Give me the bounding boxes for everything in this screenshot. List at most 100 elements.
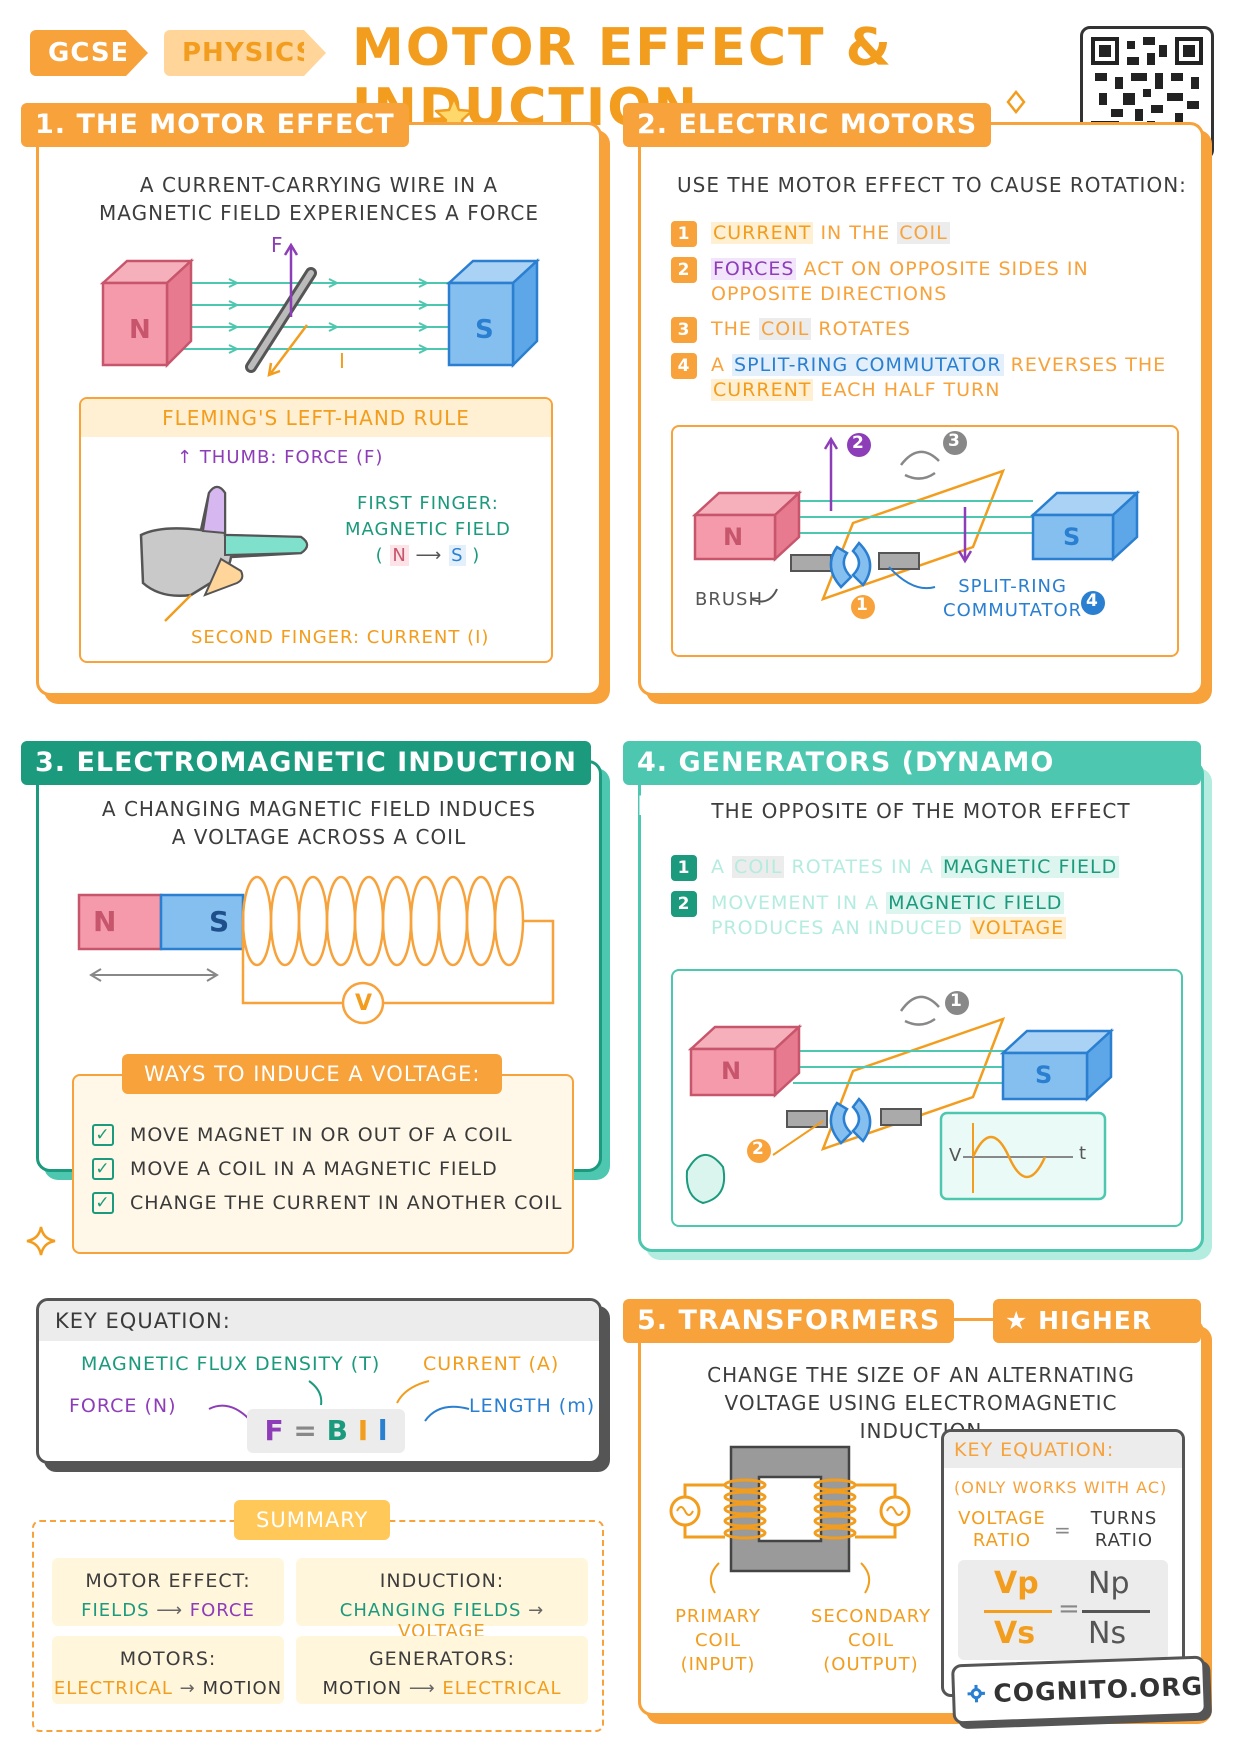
star-icon: ★ [1005, 1306, 1029, 1335]
split-ring-line2: COMMUTATOR [943, 600, 1083, 621]
thumb-label-text: THUMB: FORCE (F) [199, 447, 384, 468]
gen-badge-1: 1 [950, 991, 962, 1011]
motor-effect-lead-line1: A CURRENT-CARRYING WIRE IN A [139, 173, 499, 197]
eq-l: l [377, 1414, 388, 1447]
text: REVERSES THE [1003, 354, 1167, 376]
secondary-line2: COIL [847, 1630, 895, 1651]
text: COIL [732, 856, 785, 878]
second-finger-label: SECOND FINGER: CURRENT (I) [191, 627, 490, 648]
thumb-label: ↑ THUMB: FORCE (F) [177, 447, 383, 468]
summary-induction: INDUCTION: CHANGING FIELDS → VOLTAGE [296, 1558, 588, 1642]
current-arrow [270, 324, 308, 374]
brush-label: BRUSH [695, 589, 763, 610]
motor-s-label: S [1063, 523, 1081, 551]
fleming-box: FLEMING'S LEFT-HAND RULE ↑ THUMB: FORCE … [79, 397, 553, 663]
field-n-label: N [390, 545, 409, 566]
badge-4-bg [1081, 591, 1105, 615]
voltage-ratio-line1: VOLTAGE [958, 1508, 1046, 1529]
transformer-eq-heading: KEY EQUATION: [944, 1432, 1182, 1468]
vp: Vp [994, 1566, 1039, 1601]
gen-n-label: N [721, 1057, 742, 1085]
field-lines [169, 278, 449, 354]
primary-line2: COIL [694, 1630, 742, 1651]
summary-motor-effect-title: MOTOR EFFECT: [85, 1570, 251, 1592]
magnet-n [99, 258, 195, 369]
electric-motors-steps: 1 CURRENT IN THE COIL 2 FORCES ACT ON OP… [671, 221, 1171, 413]
diamond-icon [1006, 90, 1026, 114]
eq-i: I [357, 1414, 369, 1447]
transformers-lead-line2: VOLTAGE USING ELECTROMAGNETIC INDUCTION [724, 1391, 1118, 1443]
field-s-label: S [449, 545, 466, 566]
induction-lead: A CHANGING MAGNETIC FIELD INDUCES A VOLT… [59, 795, 579, 851]
panel-electric-motors: 2. ELECTRIC MOTORS USE THE MOTOR EFFECT … [623, 103, 1204, 696]
text: FIELDS [81, 1600, 150, 1621]
way-item: ✓MOVE A COIL IN A MAGNETIC FIELD [92, 1158, 562, 1180]
text: FORCE [189, 1600, 255, 1621]
tag-physics-label: PHYSICS [182, 38, 316, 68]
generators-lead: THE OPPOSITE OF THE MOTOR EFFECT [711, 799, 1131, 823]
motor-effect-lead: A CURRENT-CARRYING WIRE IN A MAGNETIC FI… [59, 171, 579, 227]
secondary-line1: SECONDARY [810, 1606, 932, 1627]
generator-step-2: 2 MOVEMENT IN A MAGNETIC FIELD PRODUCES … [671, 891, 1171, 941]
voltmeter-label: V [355, 991, 373, 1016]
field-direction: ( N ⟶ S ) [345, 543, 511, 569]
induction-n-label: N [93, 905, 117, 938]
key-equation-heading: KEY EQUATION: [39, 1301, 599, 1341]
summary-generators: GENERATORS: MOTION ⟶ ELECTRICAL [296, 1636, 588, 1704]
voltage-ratio-line2: RATIO [972, 1530, 1032, 1551]
text: ROTATES IN A [784, 856, 941, 878]
badge-1-bg [851, 595, 875, 619]
badge-2: 2 [852, 433, 864, 453]
summary-motors: MOTORS: ELECTRICAL → MOTION [52, 1636, 284, 1704]
step-number: 4 [671, 353, 697, 379]
summary-motor-effect: MOTOR EFFECT: FIELDS ⟶ FORCE [52, 1558, 284, 1626]
step-number: 1 [671, 221, 697, 247]
text: IN THE [813, 222, 898, 244]
checkbox-icon: ✓ [92, 1192, 114, 1214]
generator-diagram-box: 1 2 N S V t [671, 969, 1183, 1227]
higher-tier-badge: ★ HIGHER TIER [993, 1299, 1201, 1379]
motor-magnet-s [1029, 490, 1141, 562]
graph-t-label: t [1079, 1143, 1087, 1164]
step-number: 2 [671, 257, 697, 283]
ratio-equals: = [1054, 1518, 1071, 1542]
step-number: 1 [671, 855, 697, 881]
gen-badge-1-bg [945, 991, 969, 1015]
gen-magnet-n [687, 1024, 803, 1098]
left-hand-icon [139, 485, 309, 622]
first-finger-line2: MAGNETIC FIELD [345, 519, 511, 540]
electric-motors-lead: USE THE MOTOR EFFECT TO CAUSE ROTATION: [677, 173, 1187, 197]
formula-equals: = [1058, 1594, 1080, 1624]
length-unit-label: LENGTH (m) [469, 1395, 596, 1417]
text: MOVEMENT IN A [711, 892, 887, 914]
text: CURRENT [711, 379, 814, 401]
primary-line3: (INPUT) [680, 1654, 756, 1675]
way-text: CHANGE THE CURRENT IN ANOTHER COIL [130, 1192, 563, 1214]
induction-lead-line2: A VOLTAGE ACROSS A COIL [171, 825, 467, 849]
fleming-title: FLEMING'S LEFT-HAND RULE [81, 399, 551, 437]
primary-coil-label: PRIMARY COIL (INPUT) [667, 1605, 769, 1677]
panel-motor-effect-heading: 1. THE MOTOR EFFECT [21, 103, 409, 147]
eq-b: B [326, 1414, 348, 1447]
checkbox-icon: ✓ [92, 1124, 114, 1146]
transformer-eq-note: (ONLY WORKS WITH AC) [954, 1478, 1168, 1497]
panel-motor-effect: 1. THE MOTOR EFFECT A CURRENT-CARRYING W… [21, 103, 602, 696]
summary-motor-effect-flow: FIELDS ⟶ FORCE [52, 1600, 284, 1621]
text: MAGNETIC FIELD [940, 856, 1120, 878]
badge-3: 3 [948, 431, 960, 451]
cog-icon [967, 1684, 985, 1703]
summary-generators-title: GENERATORS: [368, 1648, 516, 1670]
cognito-logo[interactable]: COGNITO.ORG [951, 1655, 1207, 1725]
induction-s-label: S [209, 905, 230, 938]
text: ELECTRICAL [53, 1678, 173, 1699]
text: PRODUCES AN INDUCED [711, 917, 971, 939]
transformer-diagram [669, 1445, 911, 1594]
induction-diagram [77, 875, 555, 1025]
first-finger-label: FIRST FINGER: MAGNETIC FIELD ( N ⟶ S ) [345, 491, 511, 569]
summary-motors-flow: ELECTRICAL → MOTION [52, 1678, 284, 1699]
ways-box: WAYS TO INDUCE A VOLTAGE: ✓MOVE MAGNET I… [72, 1054, 574, 1254]
motor-step-2: 2 FORCES ACT ON OPPOSITE SIDES IN OPPOSI… [671, 257, 1171, 307]
panel-induction-heading: 3. ELECTROMAGNETIC INDUCTION [21, 741, 591, 785]
text: A [711, 354, 733, 376]
text: VOLTAGE [970, 917, 1067, 939]
